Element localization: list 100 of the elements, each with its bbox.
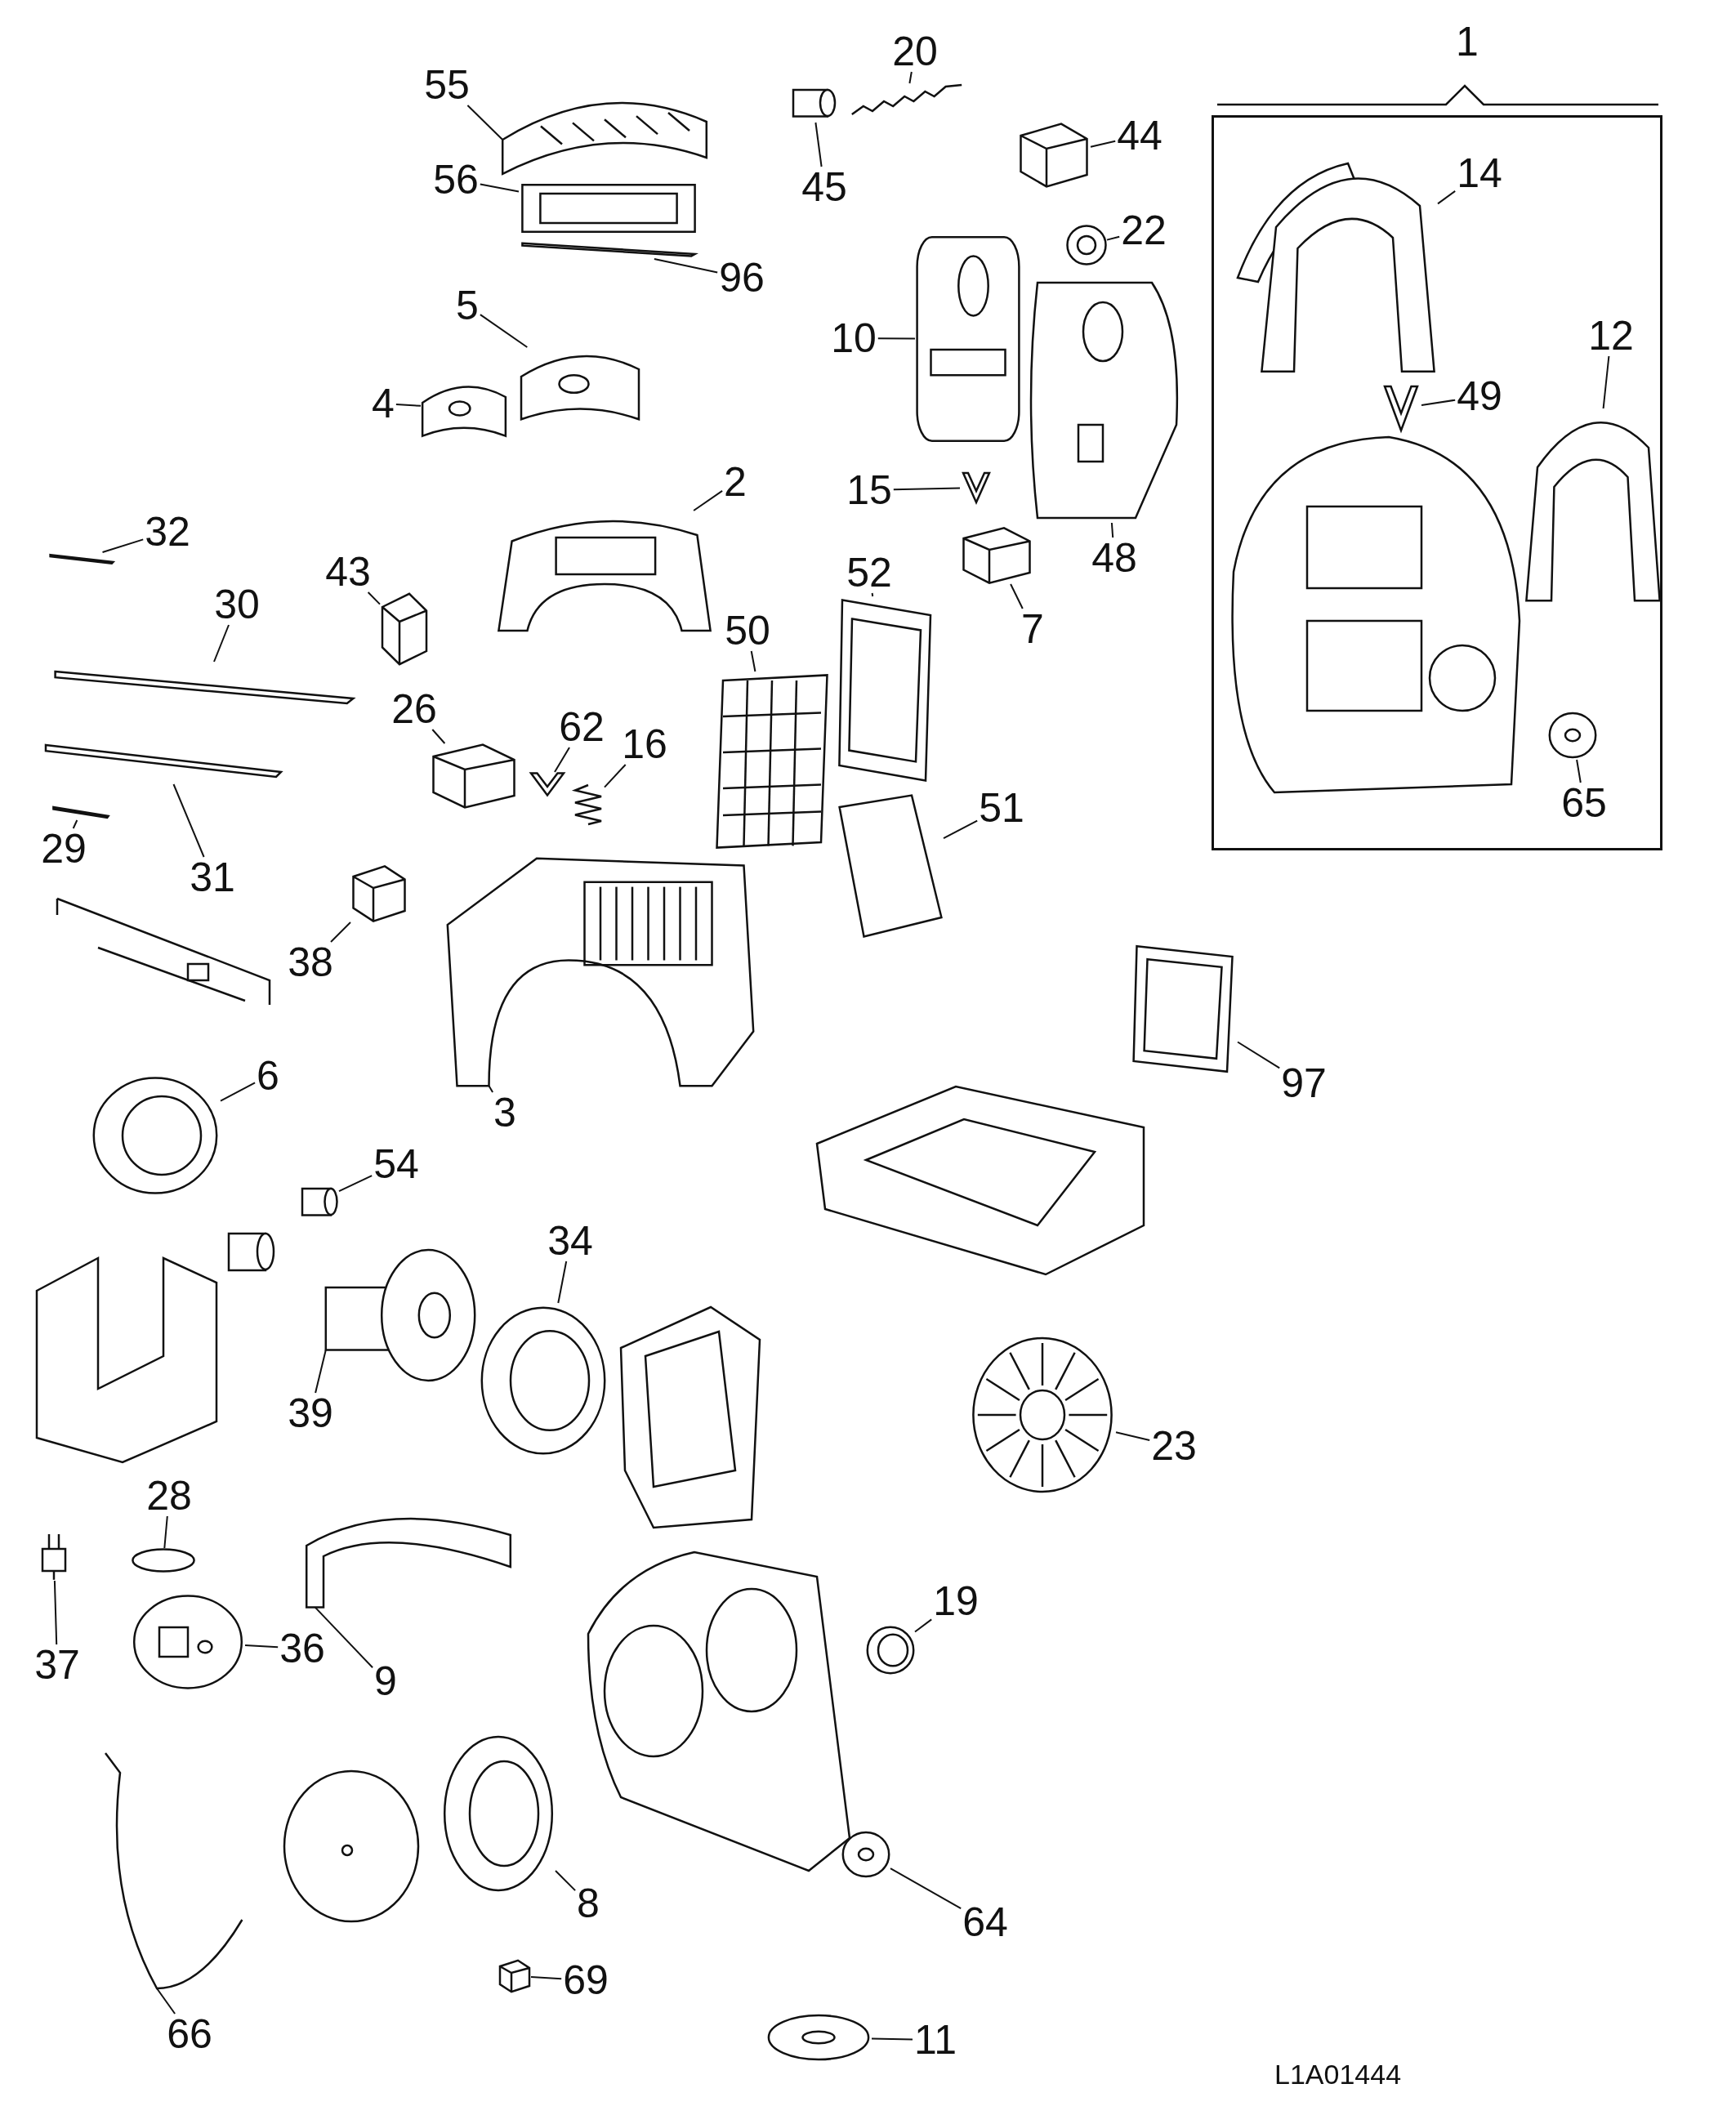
leader-line [814, 122, 823, 167]
callout-number: 5 [454, 285, 480, 326]
leader-line [172, 783, 205, 858]
knob-drawing [1066, 225, 1107, 266]
bracket-drawing [380, 592, 429, 666]
bracket-drawing [1017, 123, 1091, 188]
leader-line [890, 1867, 962, 1910]
callout-number: 10 [829, 318, 878, 359]
clip-drawing [527, 772, 568, 796]
callout-number: 55 [422, 65, 471, 105]
ring-drawing [866, 1626, 915, 1675]
callout-number: 32 [143, 511, 192, 552]
callout-number: 30 [212, 584, 261, 625]
callout-number: 4 [370, 383, 396, 424]
callout-number: 31 [188, 857, 237, 898]
leader-line [653, 258, 719, 274]
callout-number: 48 [1090, 538, 1139, 578]
leader-line [72, 819, 78, 829]
filter-tray-drawing [519, 184, 698, 233]
leader-line [1010, 583, 1024, 609]
callout-number: 64 [961, 1902, 1010, 1943]
callout-number: 49 [1455, 376, 1504, 417]
leader-line [53, 1580, 58, 1645]
callout-number: 3 [492, 1092, 518, 1133]
callout-number: 38 [286, 942, 335, 983]
leader-line [213, 624, 230, 663]
leader-line [871, 2037, 913, 2041]
callout-number: 15 [845, 470, 894, 511]
callout-number: 14 [1455, 153, 1504, 194]
leader-line [693, 489, 724, 511]
callout-number: 97 [1279, 1063, 1328, 1104]
clip-drawing [1381, 384, 1421, 433]
leader-line [220, 1082, 257, 1102]
callout-number: 23 [1149, 1426, 1198, 1466]
callout-number: 37 [33, 1644, 82, 1685]
callout-number: 11 [913, 2019, 958, 2060]
leader-line [530, 1976, 563, 1980]
leader-line [892, 487, 961, 491]
drawing-number: L1A01444 [1274, 2059, 1402, 2091]
callout-number: 36 [278, 1628, 327, 1669]
bracket-drawing [960, 527, 1033, 584]
callout-number: 50 [723, 610, 772, 651]
callout-number: 45 [800, 167, 849, 207]
callout-number: 6 [255, 1055, 281, 1096]
rod-drawing [52, 804, 109, 820]
callout-number: 69 [561, 1960, 610, 2001]
leader-line [1437, 190, 1457, 205]
leader-line [466, 105, 504, 141]
spool-drawing [131, 1548, 196, 1573]
leader-line [1115, 1431, 1151, 1441]
callout-number: 43 [324, 551, 373, 592]
leader-line [1602, 355, 1610, 409]
leader-line [367, 591, 381, 605]
leader-line [479, 314, 529, 348]
callout-number: 54 [372, 1144, 421, 1185]
disc-drawing [841, 1830, 890, 1879]
leader-line [101, 538, 145, 553]
leader-line [557, 1261, 568, 1304]
callout-number: 2 [722, 462, 748, 502]
callout-number: 51 [977, 788, 1026, 828]
rod-drawing [519, 239, 698, 259]
bracket-drawing [498, 1960, 531, 1992]
callout-number: 20 [890, 31, 939, 72]
leader-line [877, 337, 916, 340]
leader-line [750, 650, 756, 672]
callout-number: 56 [431, 159, 480, 200]
bracket-drawing [350, 865, 408, 922]
clip-drawing [960, 471, 993, 504]
callout-number: 96 [717, 257, 766, 298]
disc-drawing [1548, 711, 1597, 760]
callout-number: 26 [390, 689, 439, 730]
callout-number: 22 [1119, 210, 1168, 251]
spring-drawing [850, 83, 964, 116]
leader-line [554, 747, 570, 773]
filter-sheet-drawing [837, 792, 944, 939]
callout-number: 16 [620, 724, 669, 765]
callout-number: 7 [1020, 609, 1046, 649]
leader-line [1106, 235, 1121, 241]
leader-line [1237, 1041, 1281, 1069]
callout-number: 12 [1586, 315, 1636, 356]
leader-line [330, 921, 351, 943]
leader-line [479, 183, 520, 193]
leader-line [156, 1988, 176, 2015]
cord-reel-drawing [131, 1593, 245, 1691]
leader-line [943, 819, 979, 840]
leader-line [395, 404, 422, 407]
disc-drawing [765, 2013, 872, 2062]
callout-number: 66 [165, 2014, 214, 2055]
callout-number: 39 [286, 1393, 335, 1434]
leader-line [163, 1515, 168, 1549]
callout-number: 29 [39, 828, 88, 869]
leader-line [871, 592, 874, 597]
leader-line [1576, 759, 1582, 783]
leader-line [555, 1870, 577, 1892]
callout-number: 8 [575, 1883, 601, 1924]
callout-number: 44 [1115, 115, 1164, 156]
rod-drawing [49, 552, 114, 565]
leader-line [908, 71, 913, 84]
callout-number: 34 [546, 1220, 595, 1261]
callout-number: 19 [931, 1581, 980, 1622]
